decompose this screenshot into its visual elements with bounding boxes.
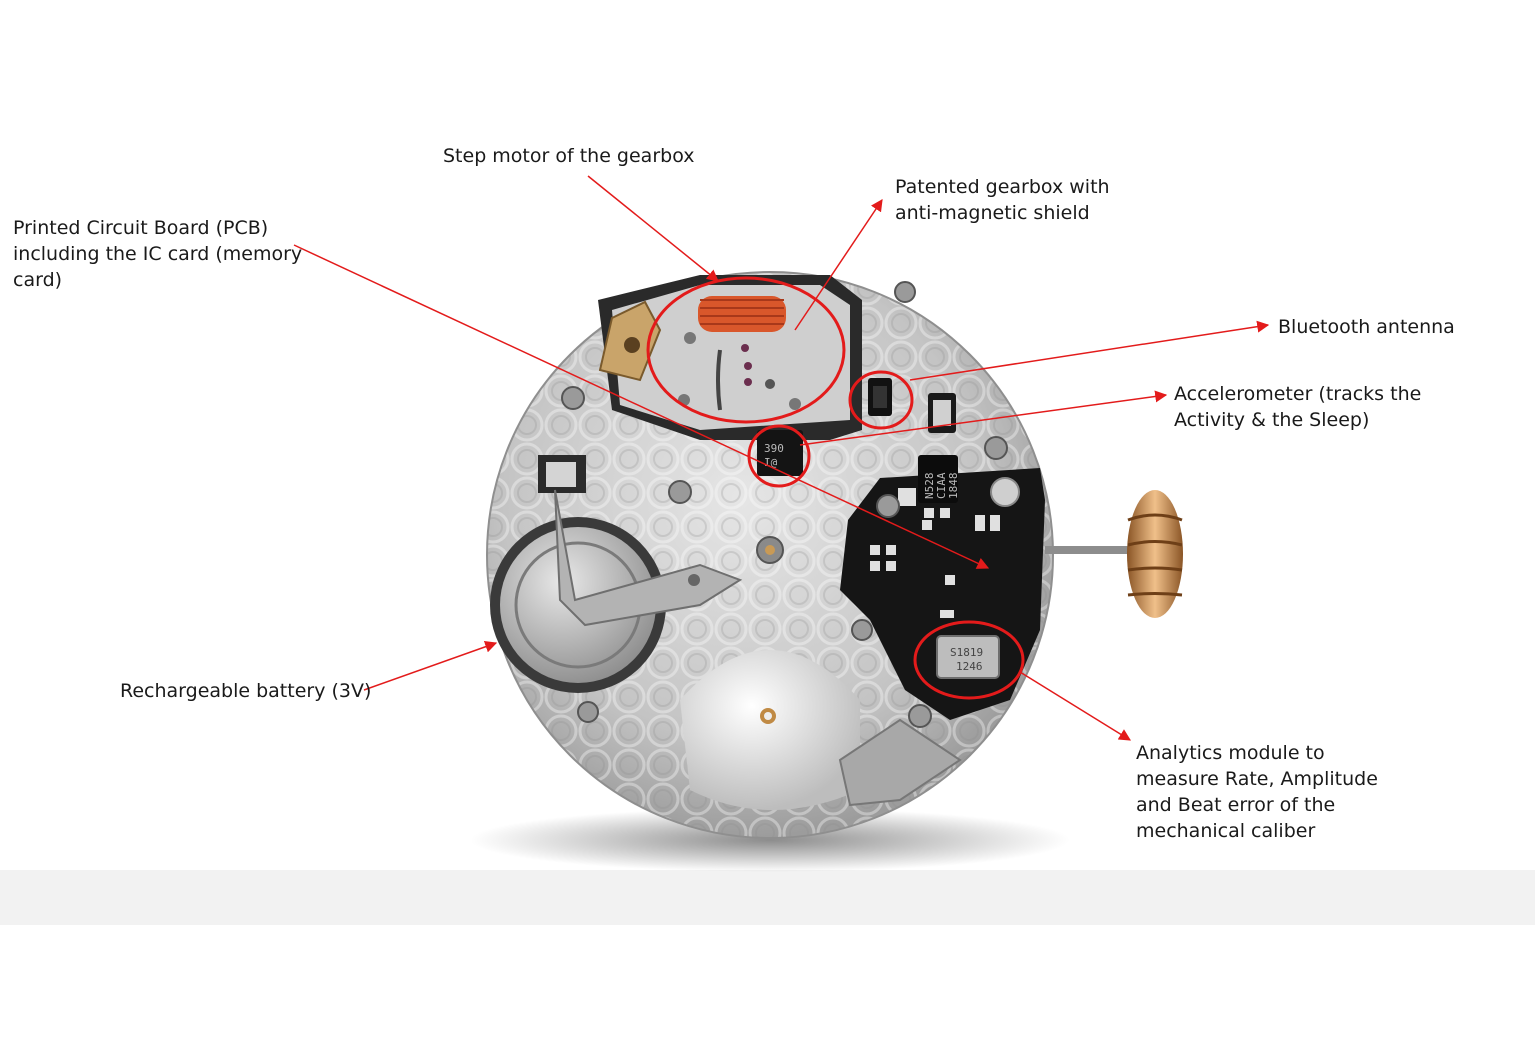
analytics-chip-marking-2: 1246 [956,660,983,673]
accelerometer-arrow [799,390,1168,446]
gearbox-module [598,275,862,440]
callout-gearbox-line-2: anti-magnetic shield [895,202,1090,224]
callout-battery: Rechargeable battery (3V) [120,678,371,704]
analytics-module-highlight [913,620,1025,700]
step-motor-arrow [587,175,719,282]
callout-accelerometer-line-2: Activity & the Sleep) [1174,409,1370,431]
pcb-main-chip: N528 CIAA 1848 [918,455,960,503]
callout-pcb-line-3: card) [13,269,63,291]
callout-accelerometer-line-1: Accelerometer (tracks the [1174,383,1422,405]
callout-analytics-line-2: measure Rate, Amplitude [1136,768,1378,790]
battery-arrow [363,640,498,691]
bluetooth-arrow [909,320,1270,381]
rechargeable-battery [490,455,743,693]
callout-bluetooth-line-1: Bluetooth antenna [1278,316,1455,338]
pcb-arrow [293,244,990,569]
analytics-chip-marking-1: S1819 [950,646,983,659]
analytics-arrow [1019,671,1132,741]
callout-accelerometer: Accelerometer (tracks the Activity & the… [1174,381,1421,433]
callout-battery-line-1: Rechargeable battery (3V) [120,680,372,702]
callout-gearbox-line-1: Patented gearbox with [895,176,1110,198]
callout-step-motor-line-1: Step motor of the gearbox [443,145,695,167]
bluetooth-antenna-highlight [848,370,914,430]
callout-step-motor: Step motor of the gearbox [443,143,694,169]
accelerometer-chip-marking-1: 390 [764,442,784,455]
callout-bluetooth: Bluetooth antenna [1278,314,1455,340]
crown [1127,490,1183,618]
callout-pcb-line-1: Printed Circuit Board (PCB) [13,217,269,239]
callout-pcb-line-2: including the IC card (memory [13,243,303,265]
floor-fade [0,870,1535,925]
gearbox-arrow [794,199,883,331]
pcb-chip-marking-1: N528 [923,473,936,500]
callout-analytics-line-4: mechanical caliber [1136,820,1316,842]
plate-screws [561,281,1008,728]
pcb-chip-marking-3: 1848 [947,473,960,500]
oscillating-weight [680,650,962,810]
callout-analytics: Analytics module to measure Rate, Amplit… [1136,740,1378,844]
pcb-chip-marking-2: CIAA [935,472,948,499]
callout-analytics-line-3: and Beat error of the [1136,794,1336,816]
motor-coil [698,296,786,332]
callout-analytics-line-1: Analytics module to [1136,742,1325,764]
movement-shadow [470,808,1070,872]
accelerometer-chip: 390 I@ [757,430,803,476]
callout-gearbox: Patented gearbox with anti-magnetic shie… [895,174,1110,226]
step-motor-highlight [646,276,846,424]
winding-stem [1045,546,1145,554]
callout-pcb: Printed Circuit Board (PCB) including th… [13,215,302,293]
analytics-module-chip: S1819 1246 [936,635,1000,679]
